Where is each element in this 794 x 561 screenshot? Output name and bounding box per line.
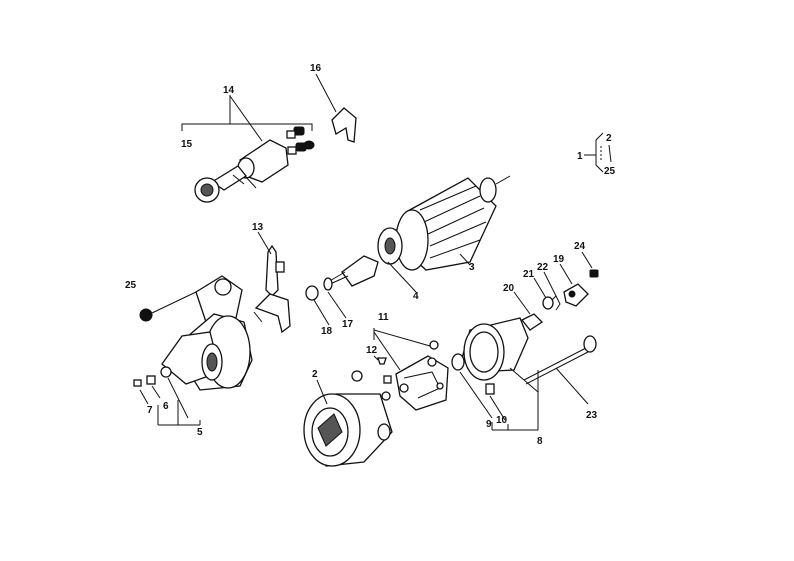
callout-24: 24 <box>574 241 586 252</box>
callout-25-legend: 25 <box>604 166 616 177</box>
callout-9: 9 <box>486 419 492 430</box>
commutator-end-cover <box>451 317 539 431</box>
callout-25: 25 <box>125 280 137 291</box>
callout-3: 3 <box>469 262 475 273</box>
callout-8: 8 <box>537 436 543 447</box>
callout-16: 16 <box>310 63 322 74</box>
callout-13: 13 <box>252 222 264 233</box>
callout-5: 5 <box>197 427 203 438</box>
callout-4: 4 <box>413 291 419 302</box>
callout-7: 7 <box>147 405 153 416</box>
callout-17: 17 <box>342 319 354 330</box>
callout-1: 1 <box>577 151 583 162</box>
callout-15: 15 <box>181 139 193 150</box>
armature <box>305 175 511 326</box>
callout-23: 23 <box>586 410 598 421</box>
yoke-field-frame <box>303 370 393 467</box>
callout-2-legend: 2 <box>606 133 612 144</box>
brush-holder <box>373 328 449 411</box>
assembly-range-bracket <box>584 132 612 173</box>
callout-6: 6 <box>163 401 169 412</box>
through-bolt <box>523 335 597 405</box>
callout-19: 19 <box>553 254 565 265</box>
callout-10: 10 <box>496 415 508 426</box>
callout-18: 18 <box>321 326 333 337</box>
shift-lever <box>253 231 291 334</box>
callout-12: 12 <box>366 345 378 356</box>
callout-2: 2 <box>312 369 318 380</box>
bushing-and-cap-parts <box>513 251 599 331</box>
solenoid-switch <box>181 73 357 203</box>
drive-end-housing <box>133 275 253 426</box>
callout-20: 20 <box>503 283 515 294</box>
callout-14: 14 <box>223 85 235 96</box>
callout-numbers: 1 2 25 14 15 16 13 3 4 25 18 17 11 12 2 … <box>125 63 616 447</box>
callout-21: 21 <box>523 269 535 280</box>
callout-22: 22 <box>537 262 549 273</box>
callout-11: 11 <box>378 312 389 323</box>
